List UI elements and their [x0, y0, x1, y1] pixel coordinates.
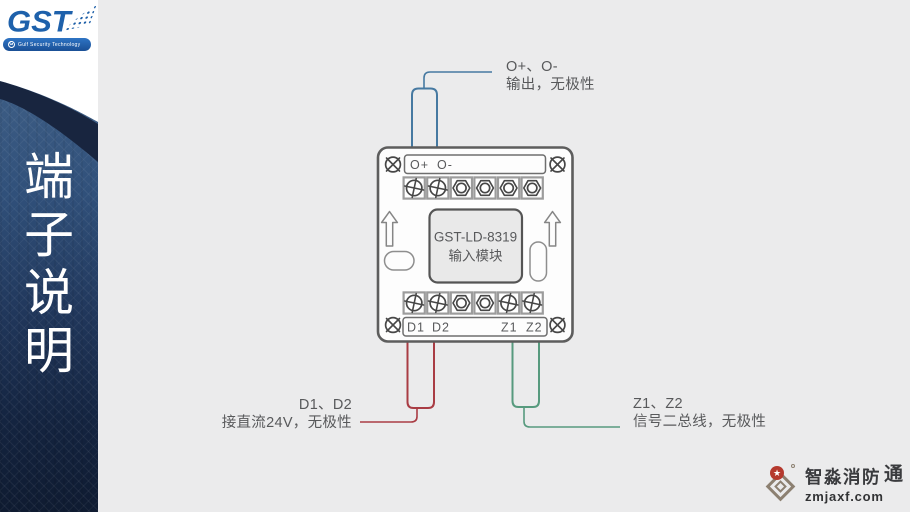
- module-model-text: GST-LD-8319: [434, 230, 517, 245]
- corner-screw-icon: [549, 156, 566, 173]
- phillips-screw-terminal-icon: [402, 176, 426, 200]
- watermark: ★ 智淼消防 通 zmjaxf.com: [761, 464, 903, 508]
- bottom-label-strip: [402, 316, 548, 337]
- annotation-power-line2: 接直流24V，无极性: [221, 414, 352, 431]
- watermark-logo-icon: ★: [761, 464, 801, 508]
- annotation-power: D1、D2 接直流24V，无极性: [222, 397, 352, 432]
- sidebar-curve-decoration: [0, 0, 98, 162]
- sidebar-title-char: 子: [24, 207, 74, 263]
- module-type-text: 输入模块: [449, 249, 503, 264]
- up-arrow-icon: [380, 210, 399, 247]
- gst-logo: GST G Gulf Security Technology: [0, 0, 98, 70]
- phillips-screw-terminal-icon: [520, 291, 544, 315]
- mounting-slot: [383, 250, 415, 271]
- gst-logo-g-icon: G: [8, 41, 15, 48]
- power-wire-bundle: [360, 342, 435, 423]
- watermark-suffix: 通: [883, 464, 903, 486]
- signal-wire-bundle: [511, 342, 620, 428]
- registered-mark-icon: [790, 464, 795, 468]
- sidebar-title-char: 明: [24, 323, 74, 379]
- hex-nut-terminal-icon: [473, 291, 497, 315]
- phillips-screw-terminal-icon: [496, 291, 521, 315]
- module-name-plate: [428, 208, 524, 284]
- watermark-title: 智淼消防: [804, 467, 881, 488]
- hex-nut-terminal-icon: [449, 176, 474, 200]
- sidebar-title-char: 说: [24, 265, 74, 321]
- hex-nut-terminal-icon: [449, 291, 474, 315]
- sidebar: GST G Gulf Security Technology 端子说明: [0, 0, 98, 512]
- page-title-vertical: 端子说明: [0, 152, 98, 377]
- mounting-slot: [529, 241, 548, 282]
- hex-nut-terminal-icon: [520, 176, 544, 200]
- gst-logo-text: GST: [7, 4, 71, 39]
- flame-badge-icon: ★: [769, 466, 784, 480]
- terminal-label-o-minus: O-: [437, 158, 453, 172]
- terminal-label-z1: Z1: [501, 321, 518, 335]
- watermark-text: 智淼消防 通 zmjaxf.com: [804, 464, 903, 505]
- terminal-label-d2: D2: [432, 321, 450, 335]
- phillips-screw-terminal-icon: [402, 291, 426, 315]
- output-wire-bundle: [411, 71, 492, 148]
- terminal-label-o-plus: O+: [410, 158, 429, 172]
- watermark-url: zmjaxf.com: [804, 489, 884, 505]
- hex-nut-terminal-icon: [473, 176, 497, 200]
- annotation-output-line1: O+、O-: [506, 59, 558, 75]
- annotation-signal: Z1、Z2 信号二总线，无极性: [633, 396, 766, 431]
- phillips-screw-terminal-icon: [426, 291, 450, 315]
- hex-nut-terminal-icon: [496, 176, 521, 200]
- annotation-signal-line1: Z1、Z2: [633, 396, 683, 412]
- terminal-label-z2: Z2: [526, 321, 543, 335]
- corner-screw-icon: [384, 316, 402, 334]
- corner-screw-icon: [384, 156, 402, 173]
- up-arrow-icon: [543, 210, 562, 247]
- top-label-strip: [403, 154, 547, 175]
- terminal-label-d1: D1: [407, 321, 425, 335]
- annotation-output-line2: 输出，无极性: [506, 76, 595, 93]
- annotation-output: O+、O- 输出，无极性: [506, 59, 595, 94]
- phillips-screw-terminal-icon: [426, 176, 450, 200]
- gst-logo-subtext: Gulf Security Technology: [18, 41, 81, 48]
- corner-screw-icon: [549, 316, 566, 334]
- annotation-signal-line2: 信号二总线，无极性: [633, 413, 767, 430]
- sidebar-title-char: 端: [24, 149, 74, 205]
- annotation-power-line1: D1、D2: [298, 397, 352, 413]
- gst-logo-banner: G Gulf Security Technology: [3, 38, 91, 51]
